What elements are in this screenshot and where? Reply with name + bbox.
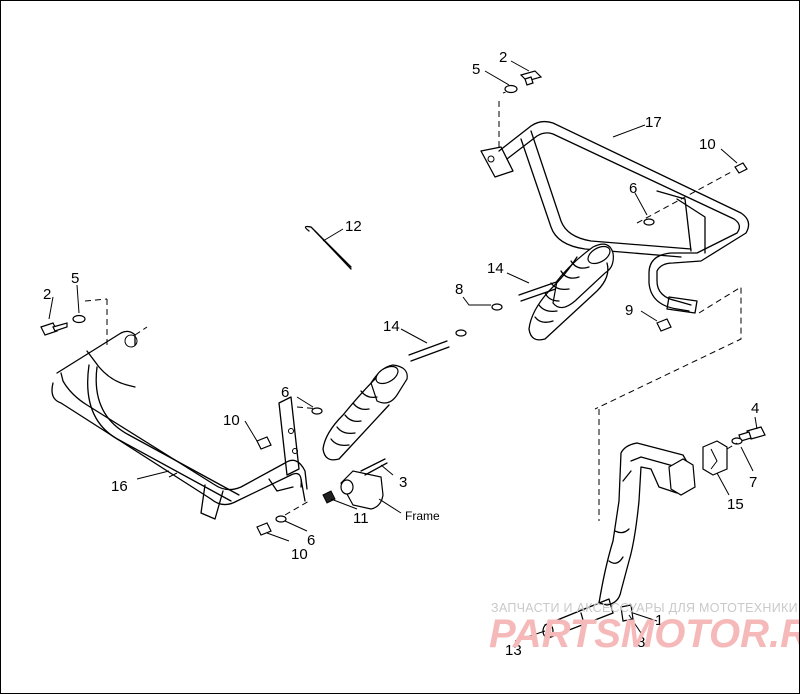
callout-6-right: 6 (629, 180, 637, 197)
callout-8-bottom: 8 (637, 634, 645, 651)
callout-10-left: 10 (223, 412, 240, 429)
callout-16: 16 (111, 478, 128, 495)
front-bumper-bar (51, 330, 308, 520)
callout-9: 9 (625, 302, 633, 319)
bolt-4 (738, 426, 766, 442)
callout-2-left: 2 (43, 286, 51, 303)
callout-10-bottom: 10 (291, 546, 308, 563)
callout-5-top: 5 (472, 61, 480, 78)
callout-6-bottom: 6 (307, 532, 315, 549)
callout-6-left: 6 (281, 384, 289, 401)
bolt-2-top (519, 70, 543, 86)
bolt-2-left (40, 322, 68, 336)
leader-lines (48, 60, 758, 642)
callout-12: 12 (345, 218, 362, 235)
pedal-pad-15 (702, 440, 728, 476)
callout-10-top: 10 (699, 136, 716, 153)
watermark-logo: PARTSMOTOR.RU (489, 612, 799, 656)
washer-6-right (643, 218, 655, 226)
washer-5-left (72, 314, 86, 324)
nut-10-left (256, 436, 272, 450)
washer-8-left (455, 329, 467, 337)
shock-absorber-right (518, 243, 614, 341)
washer-6-left (311, 407, 323, 415)
washer-5-top (504, 84, 518, 94)
callout-14-left: 14 (383, 318, 400, 335)
watermark-tagline: ЗАПЧАСТИ И АКСЕССУАРЫ ДЛЯ МОТОТЕХНИКИ (491, 601, 798, 615)
callout-8-mid: 8 (455, 281, 463, 298)
callout-4: 4 (751, 400, 759, 417)
washer-7 (731, 437, 743, 445)
callout-2-top: 2 (499, 49, 507, 66)
callout-7: 7 (749, 474, 757, 491)
washer-8-mid (491, 303, 503, 311)
callout-3: 3 (399, 474, 407, 491)
callout-15: 15 (727, 496, 744, 513)
nut-10-top (734, 162, 748, 174)
nut-9 (656, 318, 672, 332)
nut-10-bottom (256, 522, 272, 536)
frame-label: Frame (405, 509, 440, 523)
cotter-pin (304, 225, 352, 268)
spacer-11 (322, 490, 336, 504)
callout-17: 17 (645, 114, 662, 131)
callout-14-right: 14 (487, 260, 504, 277)
watermark: ЗАПЧАСТИ И АКСЕССУАРЫ ДЛЯ МОТОТЕХНИКИ PA… (489, 601, 799, 656)
callout-11: 11 (353, 510, 369, 527)
brake-pedal-assembly (542, 442, 696, 639)
callout-13: 13 (505, 642, 522, 659)
shock-absorber-left (322, 340, 450, 461)
frame-mount-bracket (340, 458, 388, 510)
callout-5-left: 5 (71, 270, 79, 287)
washer-6-bottom (275, 515, 287, 523)
callout-numbers: 2 5 17 10 6 12 14 8 9 2 5 14 6 10 3 16 1… (43, 49, 759, 659)
callout-1: 1 (655, 612, 663, 629)
rear-bumper-bar (480, 120, 750, 314)
